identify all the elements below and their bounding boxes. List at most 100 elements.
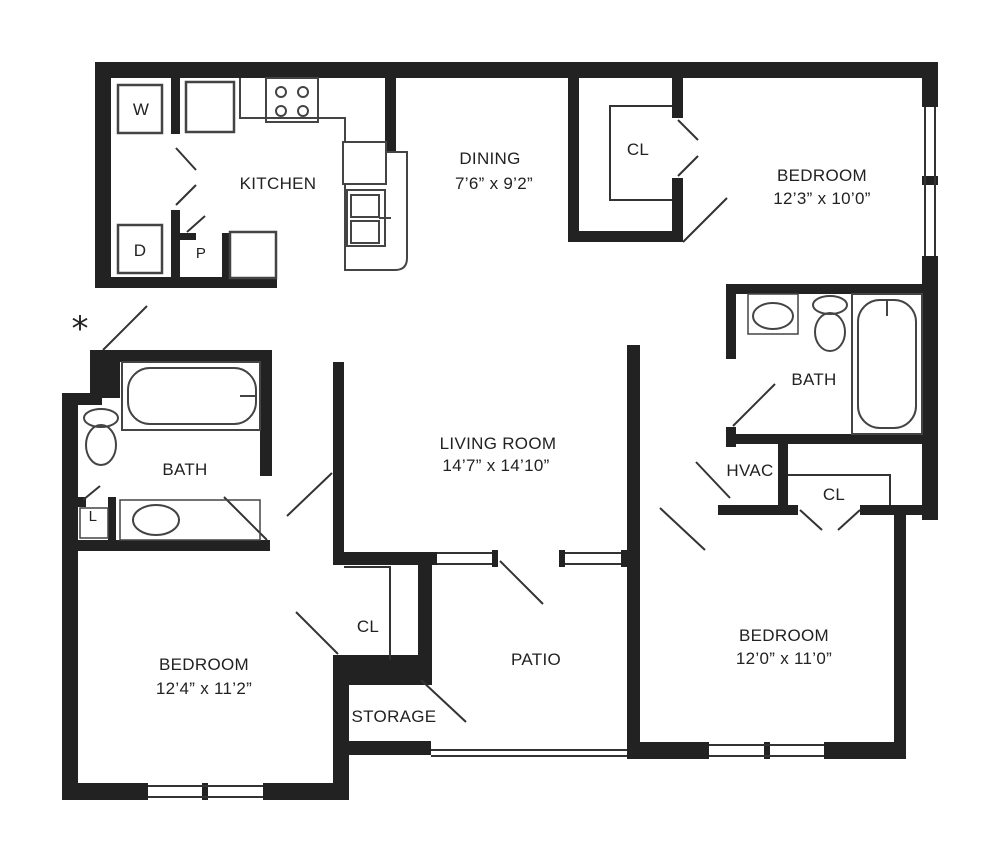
wall-living-west [333,362,344,564]
bath-east-label: BATH [791,370,836,389]
door-pantry [186,215,206,233]
bedroom-sw-size: 12’4” x 11’2” [156,679,252,698]
wall-kitchen-dining [385,62,396,152]
wall-se-bottom-right [824,742,906,759]
wall-sw-bottom-right [263,783,349,800]
door-laundry-upper [175,147,197,171]
wall-laundry-lower [171,210,180,288]
sink-basin-a [350,194,380,218]
walls [62,62,938,800]
bedroom-se-size: 12’0” x 11’0” [736,649,832,668]
bath-west-label: BATH [162,460,207,479]
door-bath-east [732,383,776,427]
bedroom-se-label: BEDROOM [739,626,829,645]
dryer [116,223,164,275]
linen-label: L [89,508,98,525]
wall-bath-west-corner [90,350,120,398]
wall-east-mid [922,176,938,185]
wall-pantry-top [180,233,196,240]
toilet-east-tank [812,295,848,315]
door-patio [499,560,544,605]
bedroom-sw-label: BEDROOM [159,655,249,674]
closet-sw-label: CL [357,617,379,636]
washer [116,83,164,135]
door-closet-ne-b [677,155,699,177]
tub-west [121,361,261,431]
wall-sw-right [333,685,349,800]
burner-4 [297,105,309,117]
wall-patio-doorjamb-b [559,550,565,567]
burner-1 [275,86,287,98]
door-storage [420,679,467,723]
door-linen [82,485,101,501]
tub-east [851,293,923,435]
sink-basin-b [350,220,380,244]
wall-se-mullion [764,742,770,759]
dryer-label: D [134,241,147,260]
labels: KITCHEN DINING 7’6” x 9’2” CL BEDROOM 12… [72,100,871,726]
vanity-east [747,293,799,335]
wall-east-upper [922,62,938,107]
wall-linen-top [78,497,86,507]
wall-sw-left [62,548,78,800]
kitchen-fixtures [79,77,408,539]
wall-bath-west-right [260,350,272,476]
burner-2 [297,86,309,98]
wall-east-lower [922,256,938,520]
wall-linen-right [108,497,116,542]
dining-size: 7’6” x 9’2” [455,174,533,193]
burner-3 [275,105,287,117]
closet-ne-label: CL [627,140,649,159]
sink-east [752,302,794,330]
toilet-east-bowl [814,312,846,352]
bedroom-ne-label: BEDROOM [777,166,867,185]
hvac-label: HVAC [726,461,773,480]
wall-patio-left [418,552,432,685]
living-size: 14’7” x 14’10” [442,456,549,475]
closet-se-label: CL [823,485,845,504]
entry-marker: * [72,309,89,349]
washer-label: W [133,100,149,119]
door-laundry-lower [175,184,197,206]
vanity-west [119,499,261,541]
wall-bath-east-bottom [726,434,938,444]
patio-label: PATIO [511,650,561,669]
wall-kitchen-west [95,62,111,288]
range [265,77,319,123]
wall-se-bottom-left [627,742,709,759]
wall-se-left [627,345,640,759]
sink-west [132,504,180,536]
wall-hvac-bottom [718,505,798,515]
wall-laundry-upper [171,62,180,134]
toilet-west-bowl [85,424,117,466]
living-label: LIVING ROOM [440,434,557,453]
dining-label: DINING [459,149,520,168]
wall-bath-west-stub [62,393,102,405]
door-bedroom-ne [682,197,728,243]
pantry-label: P [196,245,206,262]
closet-ne-interior [609,105,672,201]
door-bedroom-sw [286,472,333,517]
counter-peninsula-upper [342,141,387,185]
counter-top [239,78,385,143]
wall-patio-doorjamb-a [492,550,498,567]
storage-label: STORAGE [352,707,437,726]
pantry-box [228,230,278,280]
wall-bath-east-top [726,284,938,294]
door-closet-sw [295,611,339,655]
tub-west-inner [127,367,257,425]
wall-top [95,62,938,78]
wall-patio-top-left [333,552,437,565]
wall-sw-mullion [202,783,208,800]
door-closet-se-a [799,509,823,531]
door-entry [102,305,148,351]
refrigerator [184,80,236,134]
wall-bath-east-left [726,284,736,359]
wall-closet-ne-right-a [672,78,683,118]
door-closet-ne-a [677,119,699,141]
counter-peninsula [344,151,408,271]
wall-kitchen-bottom [95,277,277,288]
wall-patio-top-right [621,550,629,567]
wall-bath-west-top [90,350,272,362]
